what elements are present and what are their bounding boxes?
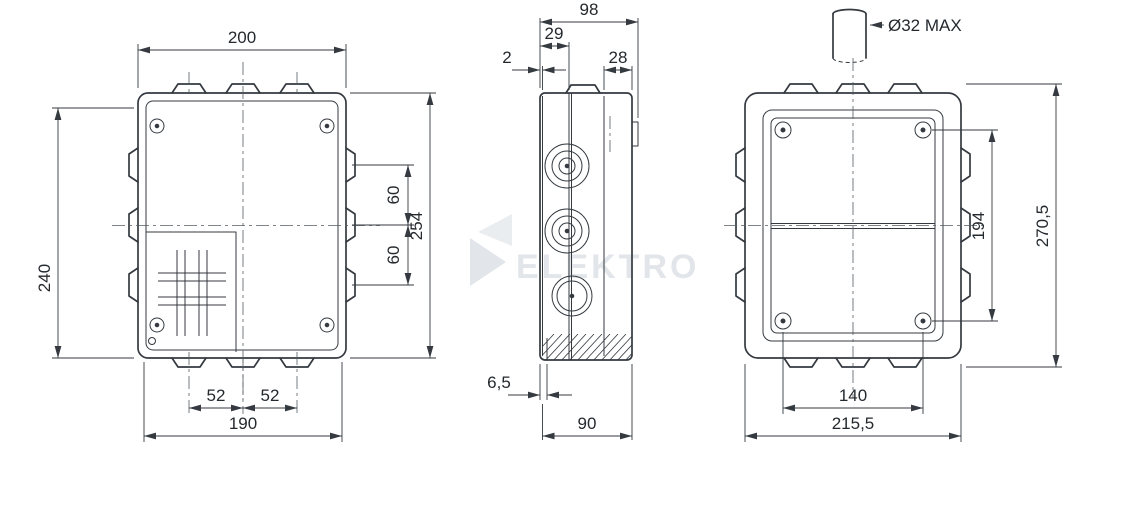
dim-side-base-depth: 90 xyxy=(578,414,597,433)
side-cable-glands xyxy=(544,143,593,317)
dim-side-depth-total: 98 xyxy=(580,0,599,19)
back-screws xyxy=(774,121,932,330)
front-lid-screws xyxy=(149,118,335,333)
back-view: Ø32 MAX 194 270,5 140 215,5 xyxy=(724,8,1062,442)
dim-side-lip: 6,5 xyxy=(487,373,511,392)
side-view: 98 29 2 28 6,5 90 xyxy=(487,0,639,440)
dim-front-gland-pitch-a: 60 xyxy=(384,186,403,205)
front-dimensions xyxy=(52,44,436,442)
dim-front-gland-pitch-b: 60 xyxy=(384,246,403,265)
plug-cylinder xyxy=(832,8,867,63)
front-mounting-detail xyxy=(146,231,237,352)
side-dimensions xyxy=(508,18,639,440)
dim-side-gap: 2 xyxy=(502,48,511,67)
dim-front-hole-offset: 240 xyxy=(35,264,54,292)
dim-back-screw-pitch-v: 194 xyxy=(969,212,988,240)
side-profile-lines xyxy=(542,84,639,360)
watermark-logo: ELEKTRO xyxy=(470,214,699,286)
side-section-hatch xyxy=(542,334,632,360)
dim-front-lug-pitch-b: 52 xyxy=(261,386,280,405)
dim-back-width-total: 215,5 xyxy=(832,414,875,433)
dim-front-lug-pitch-a: 52 xyxy=(207,386,226,405)
front-centerlines xyxy=(112,62,380,414)
back-dimensions xyxy=(744,21,1062,442)
dim-back-height-total: 270,5 xyxy=(1033,205,1052,248)
back-knockout-bumps xyxy=(735,83,971,368)
dim-side-cover-depth: 29 xyxy=(545,24,564,43)
dim-front-height: 254 xyxy=(407,212,426,240)
watermark-text: ELEKTRO xyxy=(516,248,699,286)
front-view: 200 254 60 60 240 52 52 190 xyxy=(35,28,436,442)
dim-back-plug-diameter: Ø32 MAX xyxy=(888,16,962,35)
back-centerlines xyxy=(724,58,986,398)
dim-front-width: 200 xyxy=(228,28,256,47)
dim-front-bottom-width: 190 xyxy=(229,414,257,433)
dim-back-screw-pitch-h: 140 xyxy=(839,386,867,405)
side-profile-outline xyxy=(539,92,633,361)
dim-side-wall-offset: 28 xyxy=(609,48,628,67)
